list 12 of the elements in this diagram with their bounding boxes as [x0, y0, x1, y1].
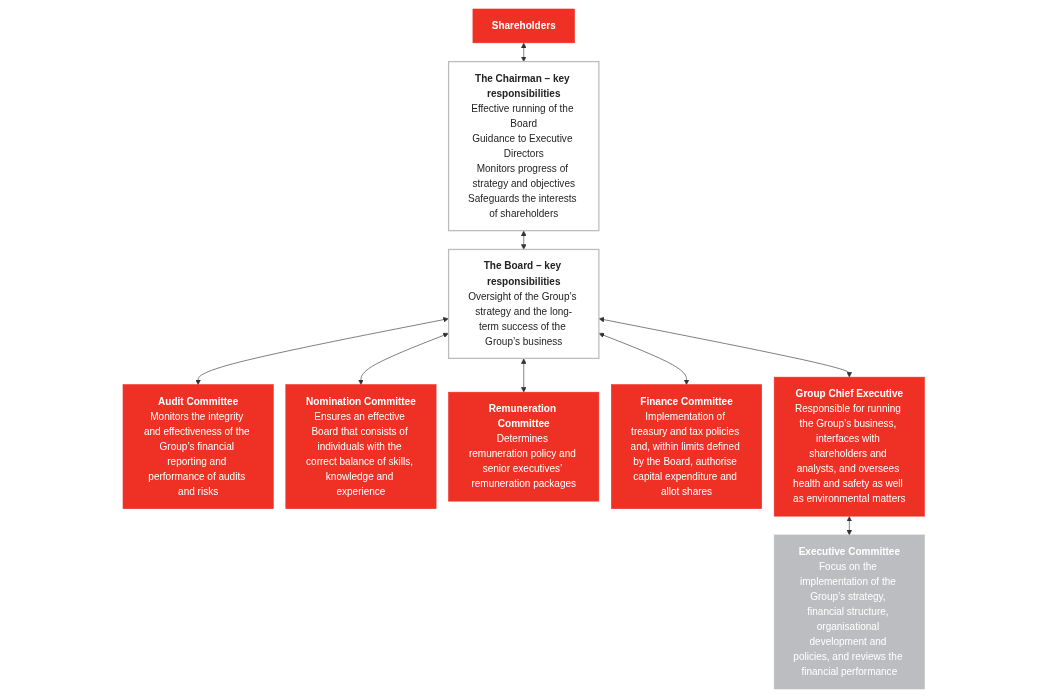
node-box: Finance Committee Implementation of treasury and tax policies and, within limits defined by the Board, authorise capital expenditure and allot shares [610, 383, 762, 509]
node-box: Group Chief Executive Responsible for running the Group’s business, interfaces with shareholders and analysts, and oversees health and safety as well as environmental matters [773, 376, 925, 516]
arrow [520, 42, 527, 62]
node-box: The Chairman – key responsibilities Effective running of the Board Guidance to Executive Directors Monitors progress of strategy and objectives Safeguards the interests of shareholders [447, 60, 600, 231]
node-box: Executive Committee Focus on the implementation of the Group’s strategy, financial structure, organisational development and policies, and reviews the financial performance [773, 534, 925, 689]
node-box: Remuneration Committee Determines remuneration policy and senior executives’ remuneration packages [448, 391, 599, 501]
node-box: Shareholders [472, 8, 575, 43]
node-box: Nomination Committee Ensures an effective Board that consists of individuals with the correct balance of skills, knowledge and experience [285, 383, 437, 509]
node-box: The Board – key responsibilities Oversight of the Group’s strategy and the long-term success of the Group’s business [447, 248, 600, 359]
node-box: Audit Committee Monitors the integrity and effectiveness of the Group’s financial reporting and performance of audits and risks [122, 383, 274, 509]
arrow [520, 230, 527, 250]
arrow [846, 515, 852, 535]
